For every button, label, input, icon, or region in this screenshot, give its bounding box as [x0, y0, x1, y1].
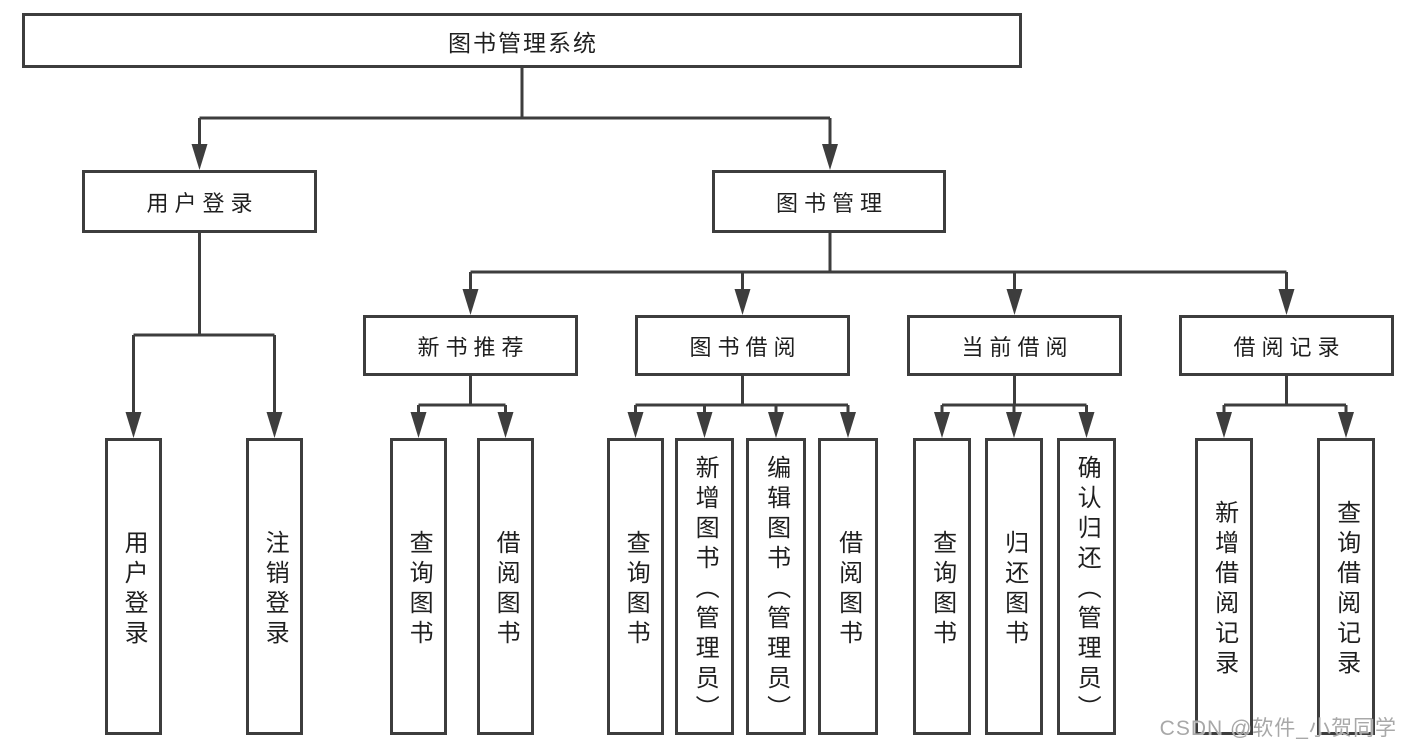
- node-user-login: 用户登录: [82, 170, 317, 233]
- leaf-borrow-book-1-label: 借阅图书: [492, 529, 520, 650]
- leaf-query-book-3: 查询图书: [913, 438, 971, 735]
- node-book-mgmt: 图书管理: [712, 170, 946, 233]
- node-root-label: 图书管理系统: [448, 29, 598, 56]
- leaf-add-book-admin: 新增图书（管理员）: [675, 438, 734, 735]
- leaf-query-borrow-record: 查询借阅记录: [1317, 438, 1375, 735]
- node-user-login-label: 用户登录: [146, 190, 259, 216]
- leaf-confirm-return-admin: 确认归还（管理员）: [1057, 438, 1116, 735]
- connector-borrow-record-branch: [1216, 376, 1354, 438]
- node-new-book-rec: 新书推荐: [363, 315, 578, 376]
- leaf-edit-book-admin: 编辑图书（管理员）: [746, 438, 806, 735]
- connector-book-mgmt-to-level3: [462, 233, 1295, 315]
- leaf-query-book-2-label: 查询图书: [622, 529, 650, 650]
- leaf-logout: 注销登录: [246, 438, 303, 735]
- node-current-borrow: 当前借阅: [907, 315, 1122, 376]
- leaf-add-borrow-record: 新增借阅记录: [1195, 438, 1253, 735]
- node-book-mgmt-label: 图书管理: [775, 190, 888, 216]
- leaf-user-login: 用户登录: [105, 438, 162, 735]
- connector-root-to-level2: [191, 68, 838, 170]
- leaf-query-book-1: 查询图书: [390, 438, 447, 735]
- connector-user-login-branch: [125, 233, 283, 438]
- leaf-return-book: 归还图书: [985, 438, 1043, 735]
- leaf-borrow-book-2: 借阅图书: [818, 438, 878, 735]
- leaf-query-borrow-record-label: 查询借阅记录: [1332, 499, 1360, 680]
- leaf-user-login-label: 用户登录: [120, 529, 148, 650]
- leaf-borrow-book-1: 借阅图书: [477, 438, 534, 735]
- leaf-borrow-book-2-label: 借阅图书: [834, 529, 862, 650]
- connector-book-borrow-branch: [627, 376, 856, 438]
- leaf-logout-label: 注销登录: [261, 529, 289, 650]
- node-current-borrow-label: 当前借阅: [961, 334, 1074, 360]
- leaf-edit-book-admin-label: 编辑图书（管理员）: [762, 454, 790, 725]
- node-book-borrow-label: 图书借阅: [689, 334, 802, 360]
- node-borrow-record-label: 借阅记录: [1233, 334, 1346, 360]
- node-root: 图书管理系统: [22, 13, 1022, 68]
- leaf-query-book-3-label: 查询图书: [928, 529, 956, 650]
- leaf-add-book-admin-label: 新增图书（管理员）: [691, 454, 719, 725]
- node-borrow-record: 借阅记录: [1179, 315, 1394, 376]
- leaf-query-book-2: 查询图书: [607, 438, 664, 735]
- node-book-borrow: 图书借阅: [635, 315, 850, 376]
- connector-new-book-branch: [410, 376, 514, 438]
- leaf-query-book-1-label: 查询图书: [405, 529, 433, 650]
- leaf-return-book-label: 归还图书: [1000, 529, 1028, 650]
- leaf-confirm-return-admin-label: 确认归还（管理员）: [1073, 454, 1101, 725]
- connector-current-borrow-branch: [934, 376, 1095, 438]
- leaf-add-borrow-record-label: 新增借阅记录: [1210, 499, 1238, 680]
- node-new-book-rec-label: 新书推荐: [417, 334, 530, 360]
